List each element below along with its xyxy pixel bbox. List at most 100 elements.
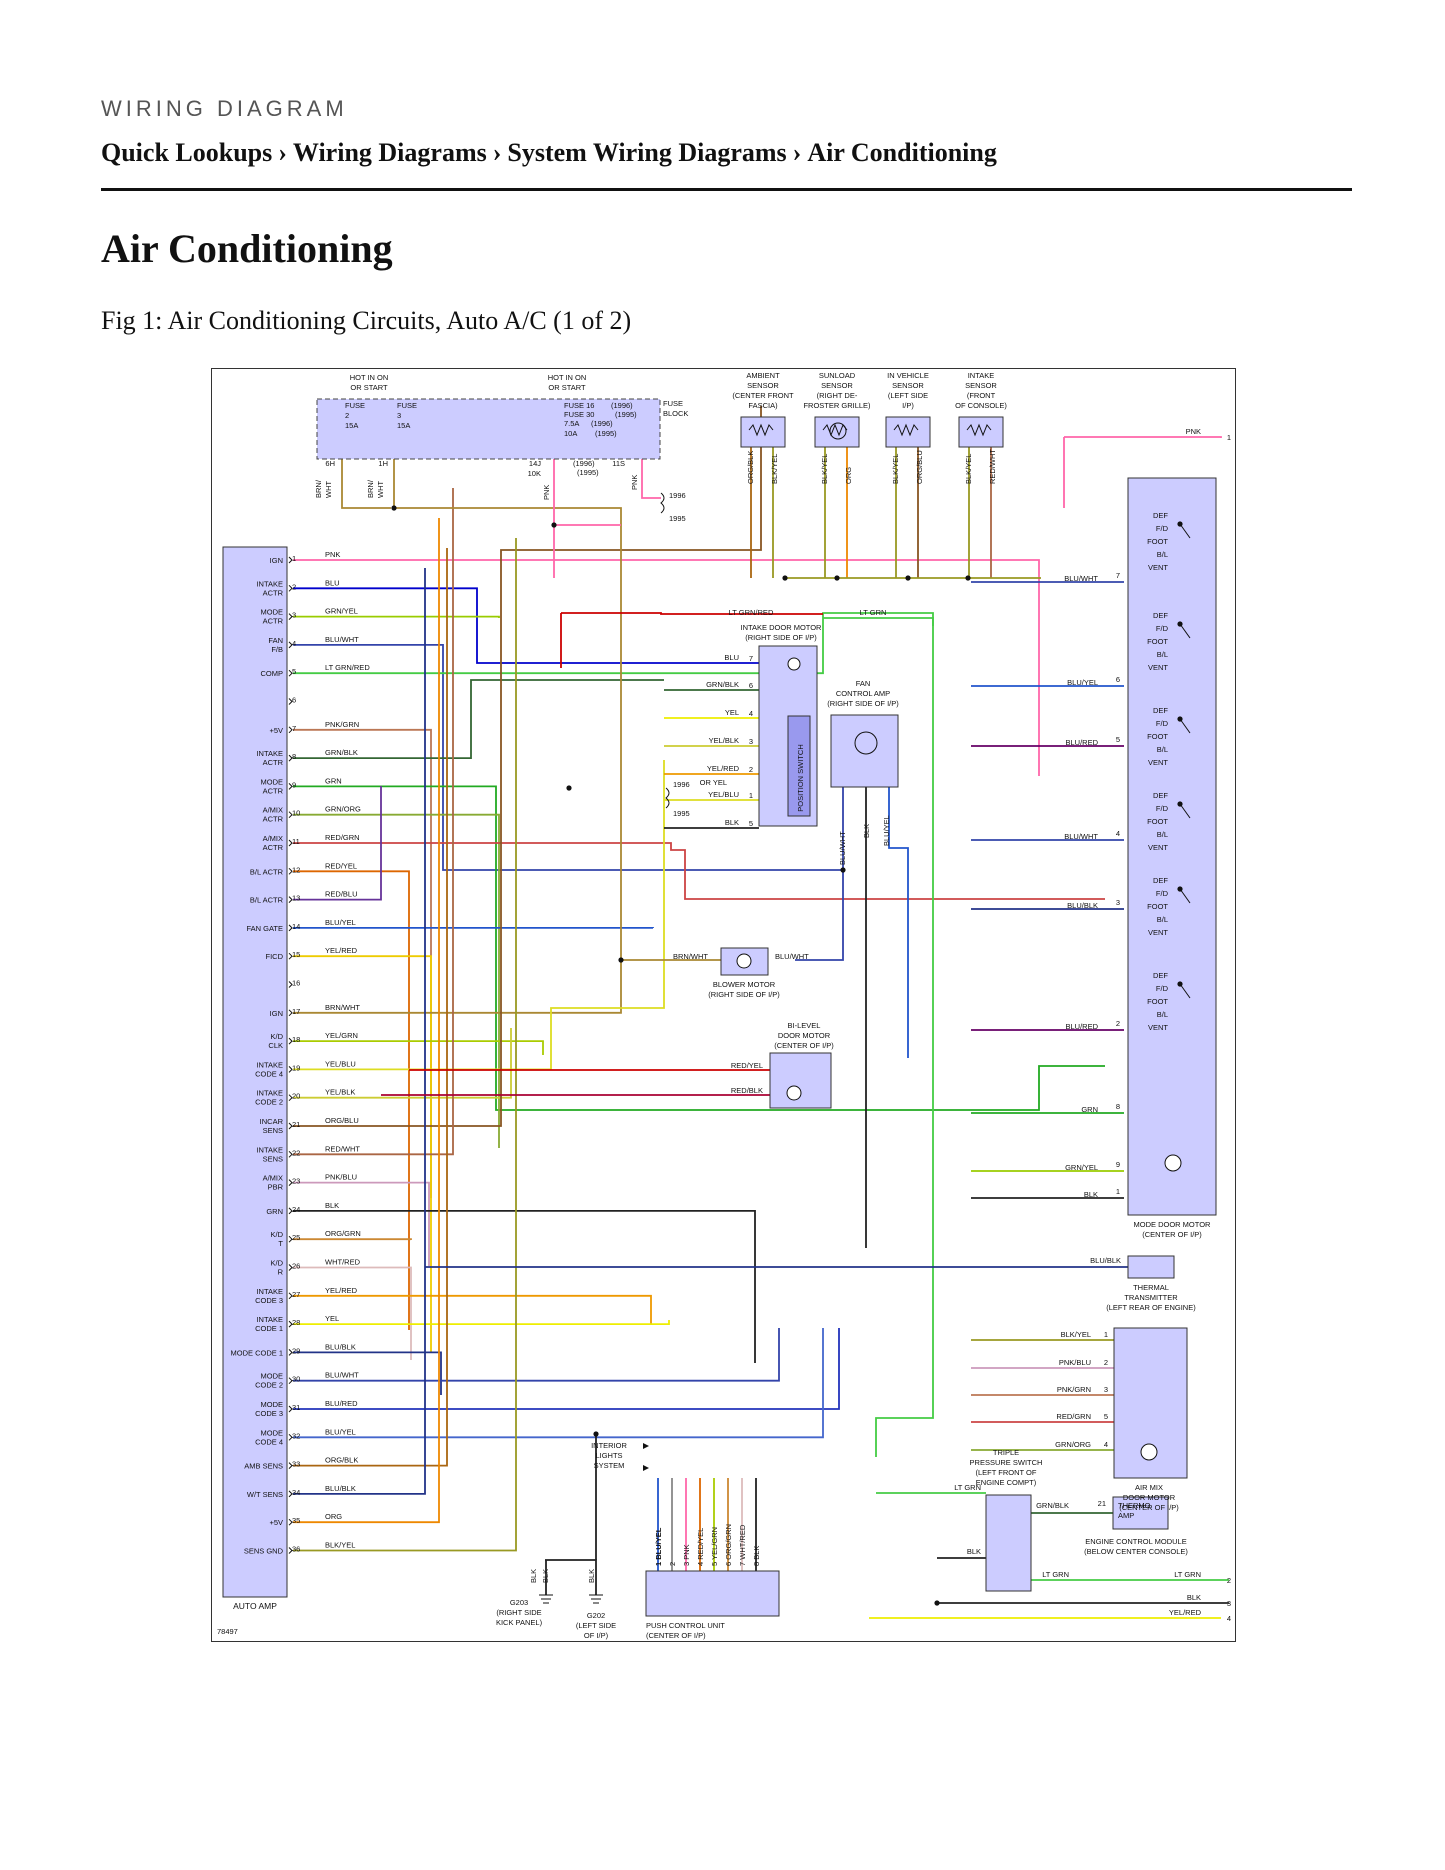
- wire-pnk: [1064, 436, 1222, 438]
- auto-amp-wire-color: RED/WHT: [325, 1144, 360, 1153]
- photo-diode-symbol: [829, 422, 847, 440]
- mode-switch-position: F/D: [1156, 889, 1169, 898]
- connector-mark: [288, 1405, 293, 1413]
- pressure-switch-box: [985, 1494, 1032, 1592]
- wire-yel-grn: [293, 1040, 544, 1055]
- sensor-label: FROSTER GRILLE): [803, 401, 871, 410]
- air-mix-motor-label: DOOR MOTOR: [1123, 1493, 1176, 1502]
- auto-amp-pin-label: R: [278, 1268, 284, 1277]
- splice-dot: [782, 575, 788, 581]
- pressure-wire-color: BLK: [967, 1547, 981, 1556]
- wire-blu-red: [293, 1328, 840, 1410]
- wire-org-blk: [293, 548, 448, 1467]
- auto-amp-pin-label: CODE 4: [255, 1437, 283, 1446]
- connector-mark: [288, 1547, 293, 1554]
- breadcrumb-wiring-diagrams[interactable]: Wiring Diagrams: [292, 138, 487, 167]
- splice-dot: [934, 1600, 940, 1606]
- auto-amp-wire-color: RED/GRN: [325, 833, 360, 842]
- fan-amp-label: (RIGHT SIDE OF I/P): [827, 699, 899, 708]
- breadcrumb-system-wiring-diagrams[interactable]: System Wiring Diagrams: [507, 138, 787, 167]
- resistor-symbol: [748, 423, 774, 437]
- intake-motor-wire-color: BLU: [724, 653, 739, 662]
- connector-mark: [288, 896, 293, 903]
- intake-motor-pin-number: 7: [749, 654, 753, 663]
- wire-org-blu: [293, 406, 762, 1127]
- auto-amp-wire-color: BLU: [325, 578, 340, 587]
- hot-label: HOT IN ON: [350, 373, 389, 382]
- sensor-label: SUNLOAD: [819, 371, 856, 380]
- sensor-label: (FRONT: [967, 391, 996, 400]
- auto-amp-pin-label: B/L ACTR: [250, 867, 284, 876]
- auto-amp-pin-label: CODE 2: [255, 1098, 283, 1107]
- connector-mark: [288, 613, 293, 620]
- auto-amp-wire-color: PNK/BLU: [325, 1173, 357, 1182]
- fuse-wire-color: PNK: [630, 475, 639, 490]
- bilevel-wire-color: RED/YEL: [731, 1061, 763, 1070]
- mode-switch-position: B/L: [1157, 1010, 1168, 1019]
- wire-layer: [293, 406, 1229, 1619]
- diagram-frame: [211, 368, 1236, 1642]
- intake-motor-wire-color: GRN/BLK: [706, 680, 739, 689]
- hot-label: HOT IN ON: [548, 373, 587, 382]
- air-mix-wire-color: RED/GRN: [1056, 1412, 1091, 1421]
- header-divider: [101, 188, 1352, 191]
- auto-amp-pin-label: A/MIX: [263, 834, 283, 843]
- auto-amp-pin-label: INTAKE: [256, 749, 283, 758]
- mode-switch-blade: [1179, 888, 1191, 904]
- mode-switch-position: FOOT: [1147, 637, 1168, 646]
- mode-switch-position: B/L: [1157, 550, 1168, 559]
- splice-dot: [566, 785, 572, 791]
- auto-amp-pin-number: 12: [292, 865, 300, 874]
- fuse-year: (1996): [611, 401, 633, 410]
- splice-dot: [1177, 981, 1183, 987]
- mode-switch-position: F/D: [1156, 624, 1169, 633]
- splice-dot: [593, 1431, 599, 1437]
- push-control-pin: 5 YEL/GRN: [710, 1527, 719, 1566]
- fan-amp-label: CONTROL AMP: [836, 689, 890, 698]
- mode-motor-pin-number: 4: [1116, 829, 1120, 838]
- sensor-wire-color: BLK/YEL: [891, 454, 900, 484]
- page-title: Air Conditioning: [101, 226, 393, 271]
- auto-amp-pin-label: A/MIX: [263, 1174, 283, 1183]
- ecm-label: (BELOW CENTER CONSOLE): [1084, 1547, 1188, 1556]
- auto-amp-pin-number: 22: [292, 1148, 300, 1157]
- sensor-label: (LEFT SIDE: [888, 391, 928, 400]
- right-edge-pin: 2: [1227, 1576, 1231, 1585]
- fuse-label: FUSE: [345, 401, 365, 410]
- auto-amp-pin-label: SENS GND: [244, 1547, 284, 1556]
- auto-amp-pin-label: ACTR: [263, 843, 284, 852]
- fuse-block-box: [316, 398, 661, 460]
- resistor-symbol: [893, 423, 919, 437]
- wire-yel-blk: [293, 1028, 512, 1099]
- breadcrumb-quick-lookups[interactable]: Quick Lookups: [101, 138, 273, 167]
- ground-symbol: [539, 1594, 553, 1604]
- fuse-wire-color: WHT: [376, 481, 385, 498]
- auto-amp-pin-number: 7: [292, 724, 296, 733]
- motor-symbol: [1140, 1443, 1158, 1461]
- mode-switch-position: B/L: [1157, 915, 1168, 924]
- position-switch-label: POSITION SWITCH: [796, 744, 805, 812]
- sensor-label: SENSOR: [965, 381, 997, 390]
- fan-amp-label: FAN: [856, 679, 871, 688]
- motor-symbol: [1164, 1154, 1182, 1172]
- pressure-wire-color: LT GRN: [954, 1483, 981, 1492]
- push-control-pin: 2: [668, 1562, 677, 1566]
- air-mix-pin-number: 2: [1104, 1358, 1108, 1367]
- sensor-label: IN VEHICLE: [887, 371, 929, 380]
- mode-switch-position: FOOT: [1147, 997, 1168, 1006]
- intake-motor-wire-color: YEL/RED: [707, 764, 740, 773]
- auto-amp-pin-label: PBR: [268, 1183, 284, 1192]
- mode-switch-position: FOOT: [1147, 817, 1168, 826]
- mode-switch-position: B/L: [1157, 745, 1168, 754]
- auto-amp-pin-number: 29: [292, 1346, 300, 1355]
- auto-amp-pin-number: 34: [292, 1488, 300, 1497]
- push-control-label: (CENTER OF I/P): [646, 1631, 706, 1640]
- splice-dot: [1177, 621, 1183, 627]
- splice-dot: [1177, 716, 1183, 722]
- right-edge-pin: 1: [1227, 433, 1231, 442]
- wire-wht-red: [293, 1266, 412, 1360]
- wire-grn-yel: [293, 615, 500, 618]
- fuse-year: (1996): [591, 419, 613, 428]
- fuse-label: 10A: [564, 429, 577, 438]
